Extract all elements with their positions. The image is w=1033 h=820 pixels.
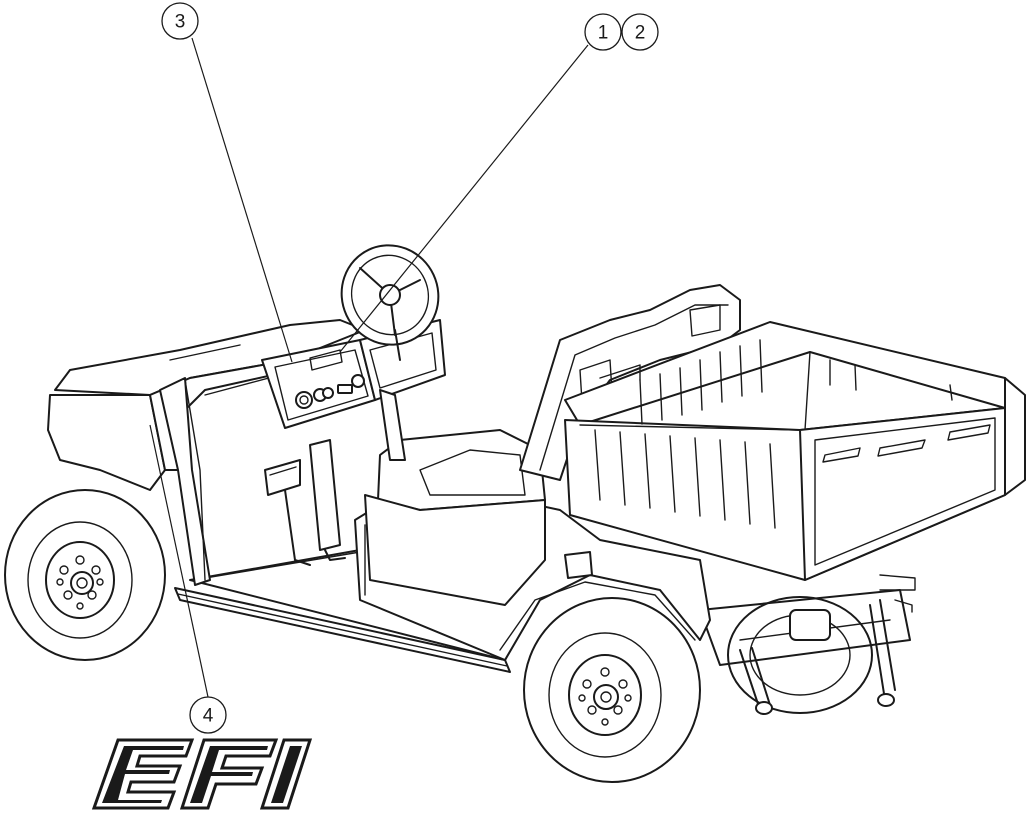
rear-suspension xyxy=(699,574,916,715)
callout-4-label: 4 xyxy=(203,706,214,727)
pedals xyxy=(264,439,346,566)
callout-4: 4 xyxy=(189,696,227,734)
callout-3-label: 3 xyxy=(175,12,186,33)
running-board xyxy=(174,587,511,673)
seat-base xyxy=(364,429,546,606)
rear-wheel-near xyxy=(523,597,701,783)
dash-controls xyxy=(295,349,365,409)
callout-3: 3 xyxy=(161,2,199,40)
leader-lines xyxy=(149,37,589,698)
leader-4 xyxy=(149,424,209,698)
callout-2-label: 2 xyxy=(635,23,646,44)
leader-3 xyxy=(191,37,293,363)
callout-2: 2 xyxy=(621,13,659,51)
front-wheel xyxy=(4,489,166,661)
front-pillar xyxy=(159,377,406,586)
leader-1-2 xyxy=(339,44,589,353)
cargo-bed xyxy=(564,321,1026,581)
callout-1: 1 xyxy=(584,13,622,51)
efi-logo xyxy=(91,738,313,810)
callout-1-label: 1 xyxy=(598,23,609,44)
